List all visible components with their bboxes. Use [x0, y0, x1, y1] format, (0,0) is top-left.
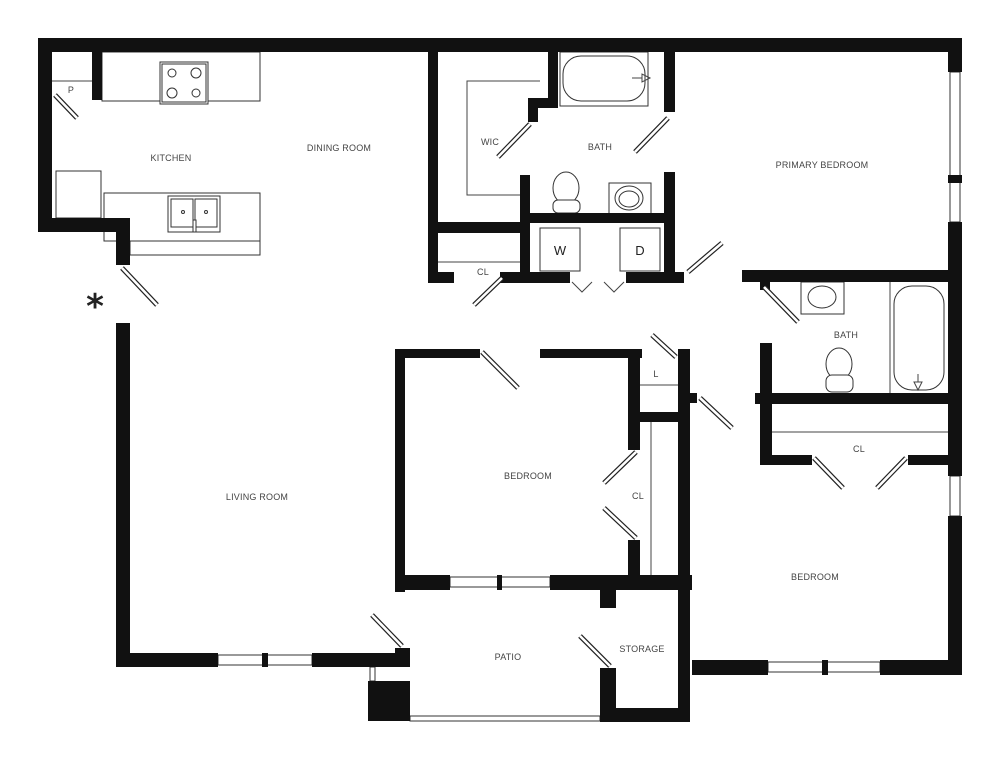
- room-labels: KITCHEN DINING ROOM P WIC BATH PRIMARY B…: [68, 85, 868, 662]
- linen-door: [650, 333, 678, 359]
- label-linen: L: [653, 369, 658, 379]
- storage-door: [578, 634, 612, 668]
- label-patio: PATIO: [495, 652, 522, 662]
- refrigerator-icon: [55, 170, 102, 219]
- bathtub-icon-2: [889, 282, 945, 393]
- label-washer: W: [554, 243, 567, 258]
- stove-icon: [159, 61, 209, 105]
- entry-asterisk-icon: *: [86, 287, 104, 327]
- label-pantry: P: [68, 85, 74, 95]
- bathroom-sink-icon-2: [800, 281, 845, 315]
- label-storage: STORAGE: [619, 644, 664, 654]
- second-bath-door: [762, 285, 800, 324]
- label-primary-bath: BATH: [588, 142, 612, 152]
- entry-door: [120, 266, 159, 307]
- hall-closet-door: [472, 276, 504, 307]
- washer-icon: [539, 227, 581, 272]
- label-right-closet: CL: [853, 444, 865, 454]
- patio-door: [370, 613, 404, 648]
- label-dryer: D: [635, 243, 644, 258]
- doors: [53, 93, 908, 668]
- middle-bedroom-door: [480, 350, 520, 390]
- wic-door: [496, 122, 532, 159]
- pantry-door: [53, 93, 79, 120]
- label-dining-room: DINING ROOM: [307, 143, 371, 153]
- toilet-icon: [552, 171, 581, 214]
- bathtub-icon: [559, 51, 652, 107]
- bathroom-sink-icon: [608, 182, 652, 216]
- label-middle-bedroom: BEDROOM: [504, 471, 552, 481]
- label-middle-closet: CL: [632, 491, 644, 501]
- middle-closet-door-2: [602, 506, 638, 540]
- label-kitchen: KITCHEN: [151, 153, 192, 163]
- label-second-bath: BATH: [834, 330, 858, 340]
- right-closet-door-1: [812, 456, 845, 490]
- kitchen-sink-icon: [167, 195, 221, 233]
- label-right-bedroom: BEDROOM: [791, 572, 839, 582]
- label-wic: WIC: [481, 137, 499, 147]
- label-primary-bedroom: PRIMARY BEDROOM: [776, 160, 869, 170]
- walls: [38, 38, 962, 722]
- right-closet-door-2: [875, 456, 908, 490]
- fixtures: [52, 51, 961, 722]
- label-hall-closet: CL: [477, 267, 489, 277]
- toilet-icon-2: [825, 347, 854, 393]
- primary-bedroom-door: [686, 241, 724, 274]
- middle-closet-door-1: [602, 450, 638, 485]
- label-living-room: LIVING ROOM: [226, 492, 288, 502]
- dryer-icon: [619, 227, 661, 272]
- right-bedroom-door: [698, 396, 734, 430]
- primary-bath-door: [633, 116, 670, 154]
